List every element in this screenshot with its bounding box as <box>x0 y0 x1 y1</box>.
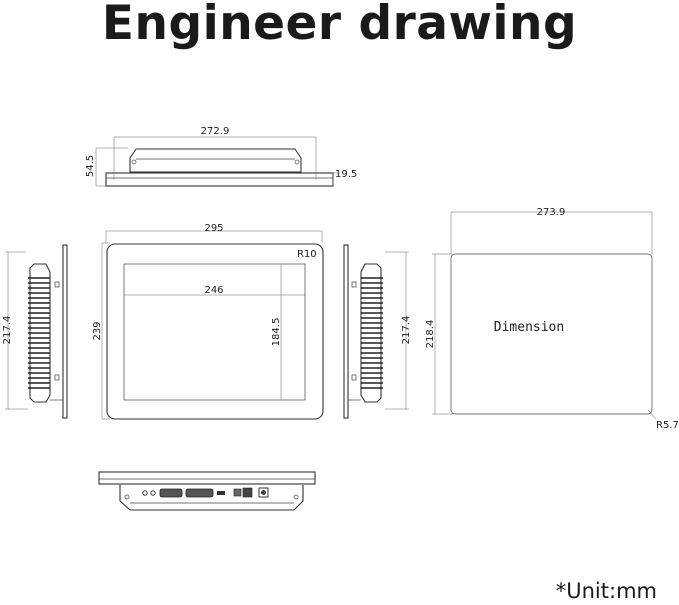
cutout-height-label: 218.4 <box>425 320 436 349</box>
front-view: 295 239 246 184.5 R10 <box>92 223 324 420</box>
unit-note: *Unit:mm <box>555 579 657 603</box>
screen-width-label: 246 <box>204 285 223 296</box>
right-view-height-label: 217.4 <box>401 316 412 345</box>
front-view-height-label: 239 <box>92 321 103 340</box>
bottom-view <box>98 471 316 511</box>
cutout-label: Dimension <box>494 320 564 335</box>
top-view-height-label: 54.5 <box>85 155 96 177</box>
top-view: 272.9 54.5 19.5 <box>85 126 357 187</box>
cutout-radius-label: R5.7 <box>656 420 679 431</box>
cutout-width-label: 273.9 <box>537 207 566 218</box>
right-side-view: 217.4 <box>343 244 412 419</box>
front-view-radius-label: R10 <box>297 249 317 260</box>
left-view-height-label: 217.4 <box>2 316 13 345</box>
page-title: Engineer drawing <box>101 0 578 51</box>
screen-height-label: 184.5 <box>271 318 282 347</box>
front-view-width-label: 295 <box>204 223 223 234</box>
cutout-view: 273.9 218.4 Dimension R5.7 <box>425 207 679 431</box>
top-view-depth-label: 19.5 <box>335 169 357 180</box>
top-view-width-label: 272.9 <box>201 126 230 137</box>
left-side-view: 217.4 <box>2 244 68 419</box>
